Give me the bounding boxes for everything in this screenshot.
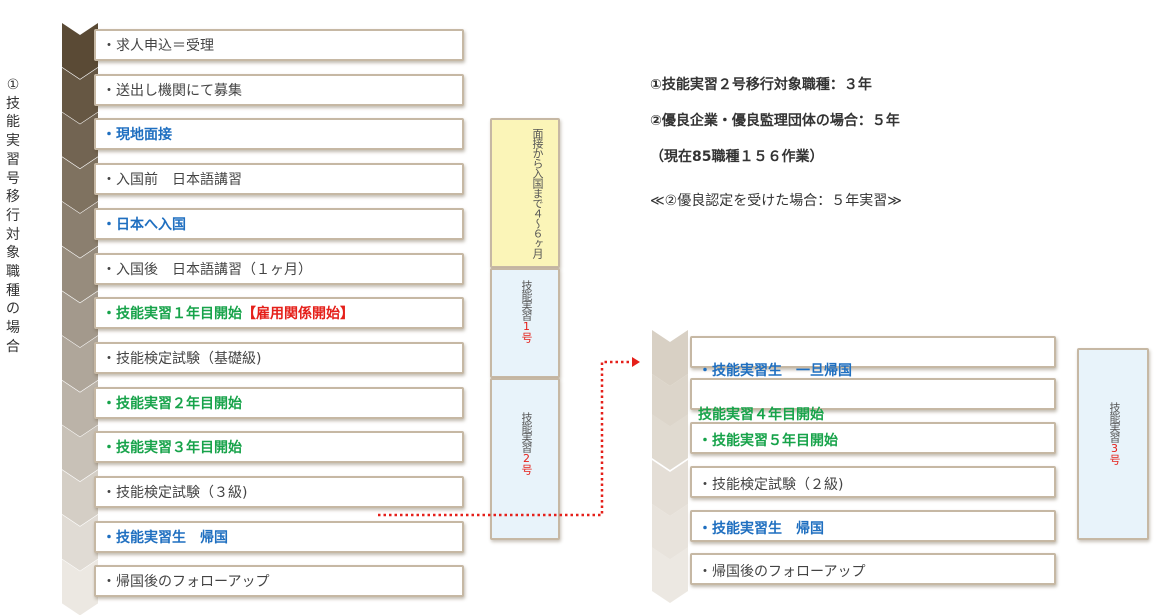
right-step-label-3: ・技能検定試験（２級) [698,477,844,493]
left-step-label-1: ・送出し機関にて募集 [102,82,242,99]
right-chevron-4 [652,504,688,560]
left-step-label-12: ・帰国後のフォローアップ [102,574,270,591]
left-chevron-0 [62,23,98,79]
left-step-5: ・入国後 日本語講習（１ヶ月） [94,252,464,285]
left-step-11: ・技能実習生 帰国 [94,520,464,553]
right-step-label-2: ・技能実習５年目開始 [698,433,838,449]
left-step-label-7: ・技能検定試験（基礎級) [102,350,262,367]
interview-to-entry-box: 面接から入国まで４～６ヶ月 [490,118,560,268]
left-chevron-8 [62,380,98,437]
left-step-label-4: ・日本へ入国 [102,216,186,233]
note-line-2: ②優良企業・優良監理団体の場合：５年 [650,113,900,129]
left-step-0: ・求人申込＝受理 [94,29,464,61]
left-step-4: ・日本へ入国 [94,207,464,240]
left-chevron-12 [62,559,98,615]
gino-1-box: 技能実習1号 [490,268,560,378]
left-step-12: ・帰国後のフォローアップ [94,565,464,598]
right-frame-step-2 [690,422,1056,454]
gino-2-box: 技能実習2号 [490,378,560,540]
left-step-6: ・技能実習１年目開始【雇用関係開始】 [94,297,464,330]
left-step-10: ・技能検定試験（３級) [94,476,464,508]
note-line-4: ≪②優良認定を受けた場合：５年実習≫ [650,193,902,209]
right-step-label-5: ・帰国後のフォローアップ [698,564,866,580]
left-step-label-11: ・技能実習生 帰国 [102,529,228,546]
gino-1-num: 1号 [520,320,533,342]
right-step-label-4: ・技能実習生 帰国 [698,521,824,537]
gino-2-num: 2号 [520,452,533,474]
interview-to-entry-text: 面接から入国まで４～６ヶ月 [531,128,544,258]
right-frame-step-0 [690,336,1056,368]
left-step-label-9: ・技能実習３年目開始 [102,440,242,457]
vertical-label: ①技能実習号移行対象職種の場合 [6,77,20,355]
left-chevron-5 [62,246,98,303]
left-chevron-6 [62,291,98,348]
right-frame-step-3 [690,466,1056,498]
left-chevron-4 [62,201,98,258]
left-chevron-7 [62,335,98,392]
gino-3-num: 3号 [1108,442,1121,464]
right-chevron-5 [652,547,688,603]
right-frame-step-4 [690,510,1056,542]
left-step-suffix-6: 【雇用関係開始】 [242,306,354,323]
note-line-1: ①技能実習２号移行対象職種：３年 [650,77,872,93]
left-chevron-2 [62,112,98,169]
right-frame-step-1 [690,378,1056,410]
left-step-label-2: ・現地面接 [102,127,172,144]
left-chevron-9 [62,425,98,482]
right-chevron-0 [652,330,688,386]
left-chevron-10 [62,470,98,526]
left-step-9: ・技能実習３年目開始 [94,431,464,464]
gino-1-text: 技能実習 [520,280,533,320]
left-step-label-5: ・入国後 日本語講習（１ヶ月） [102,261,312,278]
left-chevron-3 [62,157,98,214]
left-step-label-6: ・技能実習１年目開始 [102,306,242,323]
left-chevron-1 [62,67,98,124]
right-frame-step-5 [690,553,1056,585]
left-step-label-8: ・技能実習２年目開始 [102,395,242,412]
left-chevron-11 [62,514,98,571]
left-step-label-10: ・技能検定試験（３級) [102,485,248,501]
right-chevron-2 [652,414,688,470]
right-step-label-1: 技能実習４年目開始 [698,407,824,423]
gino-2-text: 技能実習 [520,412,533,452]
left-step-label-3: ・入国前 日本語講習 [102,172,242,189]
right-chevron-1 [652,374,688,430]
right-step-label-0: ・技能実習生 一旦帰国 [698,363,852,379]
left-step-1: ・送出し機関にて募集 [94,73,464,106]
left-step-8: ・技能実習２年目開始 [94,386,464,419]
left-step-label-0: ・求人申込＝受理 [102,38,214,54]
left-step-7: ・技能検定試験（基礎級) [94,341,464,374]
right-chevron-3 [652,460,688,516]
left-step-3: ・入国前 日本語講習 [94,163,464,196]
gino-3-text: 技能実習 [1108,402,1121,442]
gino-3-box: 技能実習3号 [1077,348,1149,540]
left-step-2: ・現地面接 [94,118,464,151]
note-line-3: （現在85職種１５６作業） [650,149,824,165]
